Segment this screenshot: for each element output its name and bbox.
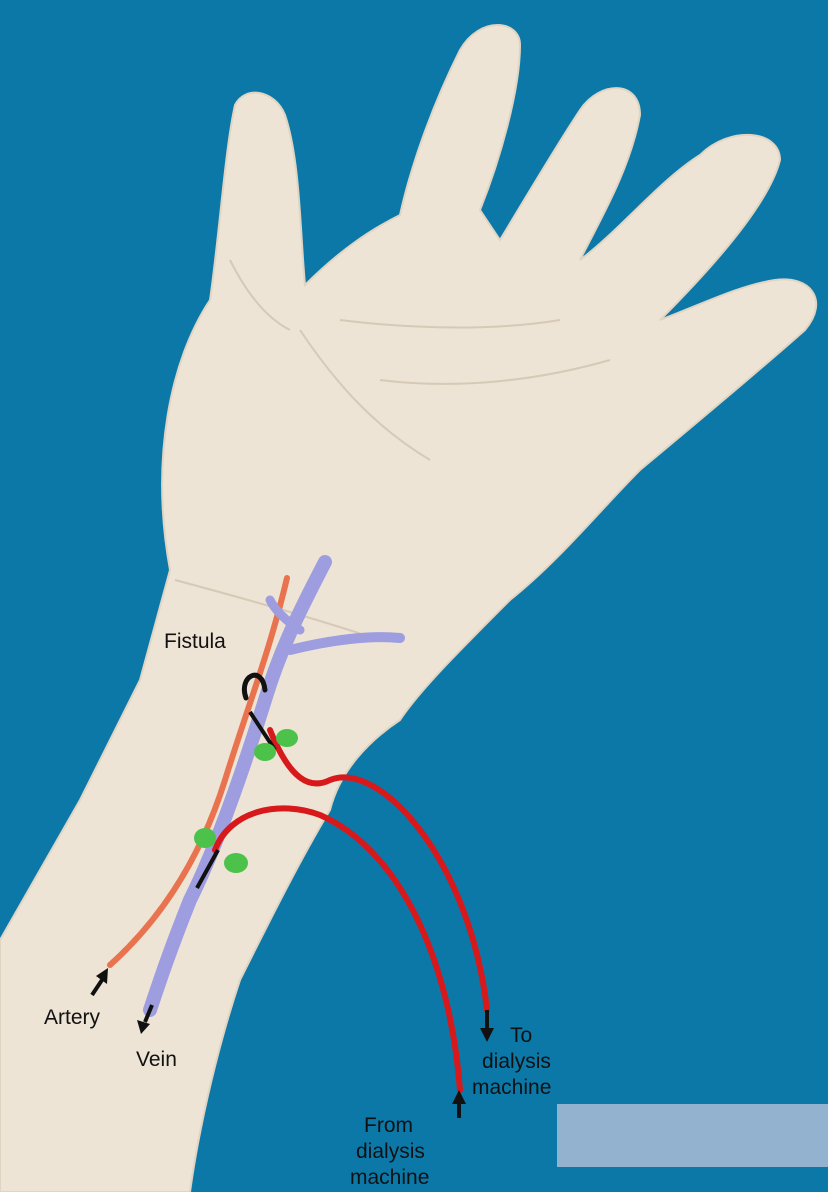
corner-box: [557, 1104, 828, 1167]
label-to-line3: machine: [472, 1076, 551, 1099]
label-artery: Artery: [44, 1006, 101, 1029]
label-fistula: Fistula: [164, 630, 226, 653]
flow-arrow: [452, 1090, 466, 1118]
hand-shape: [0, 25, 816, 1192]
hand-illustration: [0, 25, 816, 1192]
label-vein: Vein: [136, 1048, 177, 1071]
label-from-line2: dialysis: [356, 1140, 425, 1163]
label-to-line1: To: [510, 1024, 532, 1047]
label-from-line1: From: [364, 1114, 413, 1137]
label-to-line2: dialysis: [482, 1050, 551, 1073]
label-from-line3: machine: [350, 1166, 429, 1189]
flow-arrow: [480, 1010, 494, 1042]
